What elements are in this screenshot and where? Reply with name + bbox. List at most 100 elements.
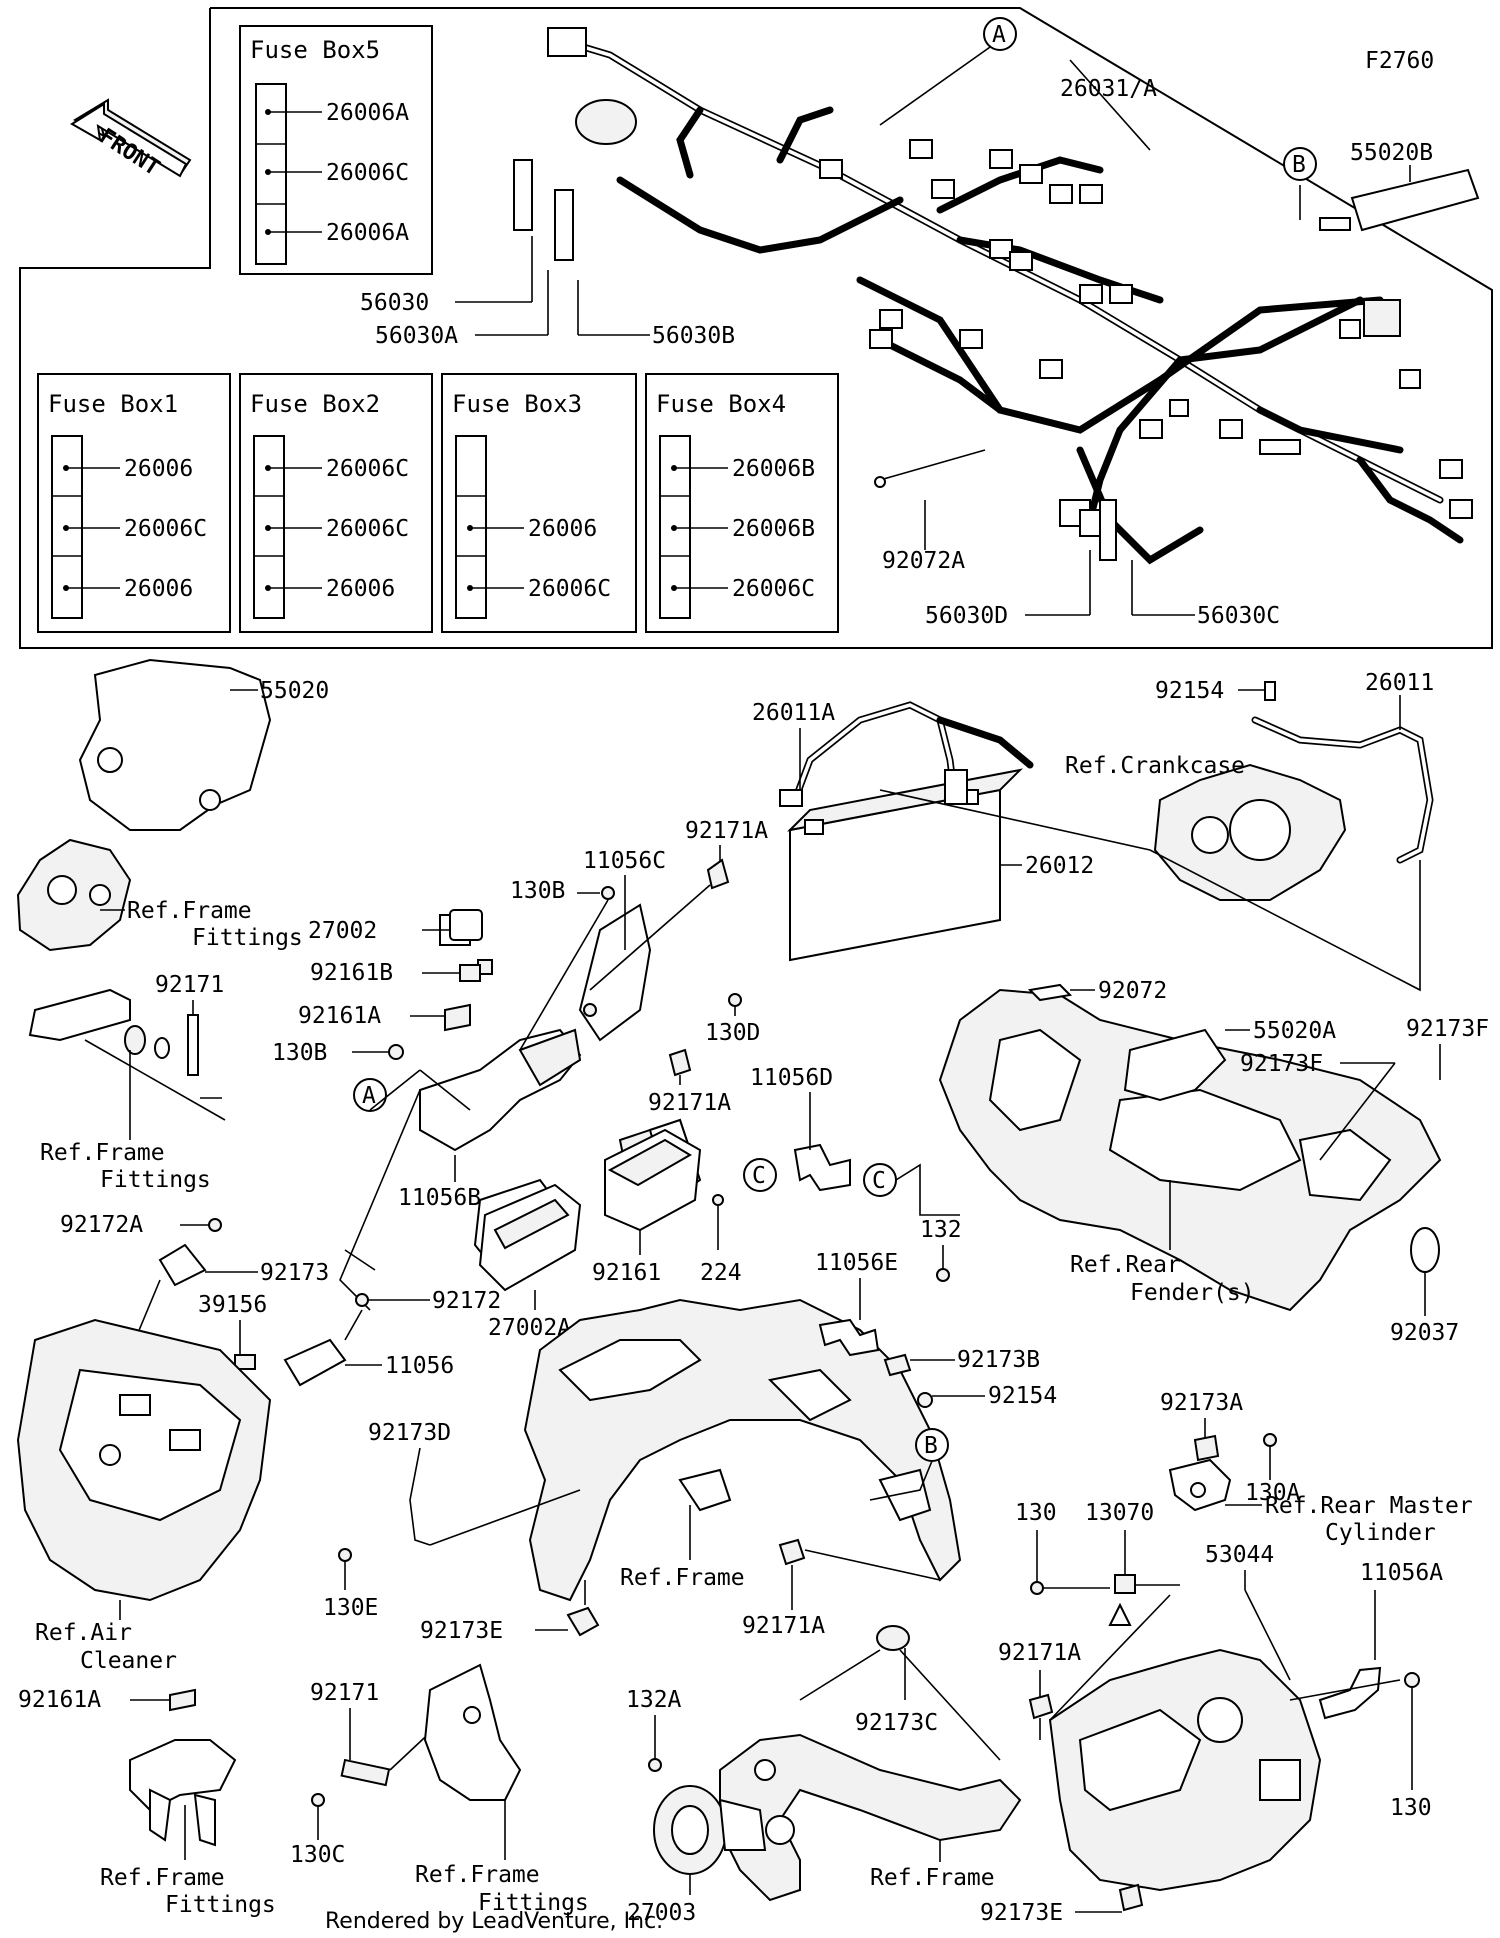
part-label: 26012 [1025,853,1094,879]
cover-55020B [1350,168,1480,232]
reference-label: Ref.Frame [620,1565,745,1591]
part-label: 56030B [652,323,735,349]
reference-label: Fittings [165,1892,276,1918]
svg-text:B: B [1292,152,1306,178]
part-label: 55020B [1350,140,1433,166]
air-cleaner-reference [16,1318,272,1602]
fuse-slot-label: 26006 [124,576,193,602]
reference-label: Ref.Frame [870,1865,995,1891]
part-label: 130D [705,1020,760,1046]
part-label: 92173E [980,1900,1063,1926]
reference-label: Ref.Frame [100,1865,225,1891]
fuse-slot-label: 26006A [326,220,409,246]
reference-label: Cleaner [80,1648,177,1674]
harness-connectors [513,27,1473,561]
part-label: 92154 [988,1383,1057,1409]
rear-fender-reference [938,988,1442,1312]
part-label: 56030D [925,603,1008,629]
callout-a-top: A [983,17,1017,51]
reference-label: Ref.Frame [415,1862,540,1888]
part-label: 11056E [815,1250,898,1276]
fuse-box-title: Fuse Box1 [48,390,178,418]
horn-27003 [653,1785,767,1875]
reference-label: Ref.Rear Master [1265,1493,1473,1519]
fuse-box-2: Fuse Box2 26006C 26006C 26006 [239,373,433,633]
part-label: 130C [290,1842,345,1868]
reference-label: Fender(s) [1130,1280,1255,1306]
fuse-slot-label: 26006C [732,576,815,602]
main-harness-frame [19,7,1493,649]
fuse-slot-label: 26006 [124,456,193,482]
clip-92072 [1027,983,1073,1002]
cover-55020A [1123,1028,1227,1102]
main-frame-reference [523,1298,962,1602]
svg-text:B: B [924,1433,938,1459]
fuse-slot-label: 26006C [326,456,409,482]
part-label: 92171 [155,972,224,998]
render-credit: Rendered by LeadVenture, Inc. [325,1909,663,1934]
fuse-slot-label: 26006C [326,516,409,542]
part-label: 11056 [385,1353,454,1379]
part-label: 92172A [60,1212,143,1238]
fuse-slot-label: 26006 [528,516,597,542]
svg-text:A: A [362,1083,376,1109]
part-label: 56030A [375,323,458,349]
fuse-slot-label: 26006C [124,516,207,542]
frame-fitting-lower-center [423,1663,522,1801]
part-label: 92161A [18,1687,101,1713]
part-label: 130 [1390,1795,1432,1821]
fuse-box-4: Fuse Box4 26006B 26006B 26006C [645,373,839,633]
part-label: 55020 [260,678,329,704]
part-label: 11056B [398,1185,481,1211]
part-label: 130A [1245,1480,1301,1506]
part-label: 92072A [882,548,965,574]
fuse-slot-label: 26006C [528,576,611,602]
part-label: 92173 [260,1260,329,1286]
part-label: 130B [272,1040,327,1066]
part-label: 92072 [1098,978,1167,1004]
cover-55020 [16,658,272,952]
fuse-box-title: Fuse Box2 [250,390,380,418]
reference-label: Fittings [192,925,303,951]
figure-id: F2760 [1365,48,1434,74]
part-label: 92172 [432,1288,501,1314]
callout-b-center: B [915,1428,949,1462]
callout-b-top: B [1283,147,1317,181]
part-label: 92161 [592,1260,661,1286]
fuse-box-5: Fuse Box5 26006A 26006C 26006A [239,25,433,275]
part-label: 92171 [310,1680,379,1706]
reference-label: Ref.Frame [40,1140,165,1166]
callout-c-center: C [743,1158,777,1192]
fuse-box-title: Fuse Box3 [452,390,582,418]
reference-label: Ref.Crankcase [1065,753,1245,779]
part-label: 26031/A [1060,76,1157,102]
part-label: 55020A [1253,1018,1336,1044]
front-direction-arrow-icon: FRONT [70,98,192,181]
svg-text:A: A [992,22,1006,48]
part-label: 92171A [742,1613,825,1639]
part-label: 56030C [1197,603,1280,629]
fuse-slot-label: 26006B [732,516,815,542]
part-label: 56030 [360,290,429,316]
part-label: 53044 [1205,1542,1274,1568]
ring-92037 [1410,1227,1440,1273]
part-label: 11056D [750,1065,833,1091]
part-label: 92173C [855,1710,938,1736]
part-label: 27003 [627,1900,696,1926]
rear-frame-subassembly [1048,1648,1322,1892]
part-label: 39156 [198,1292,267,1318]
part-label: 26011 [1365,670,1434,696]
part-label: 92161A [298,1003,381,1029]
part-label: 13070 [1085,1500,1154,1526]
part-label: 224 [700,1260,742,1286]
part-label: 27002 [308,918,377,944]
part-label: 92171A [685,818,768,844]
part-label: 130 [1015,1500,1057,1526]
part-label: 132A [626,1687,682,1713]
fuse-box-1: Fuse Box1 26006 26006C 26006 [37,373,231,633]
svg-text:C: C [872,1168,886,1194]
part-label: 132 [920,1217,962,1243]
lower-frame-reference [719,1733,1022,1902]
part-label: 92173F [1240,1051,1323,1077]
